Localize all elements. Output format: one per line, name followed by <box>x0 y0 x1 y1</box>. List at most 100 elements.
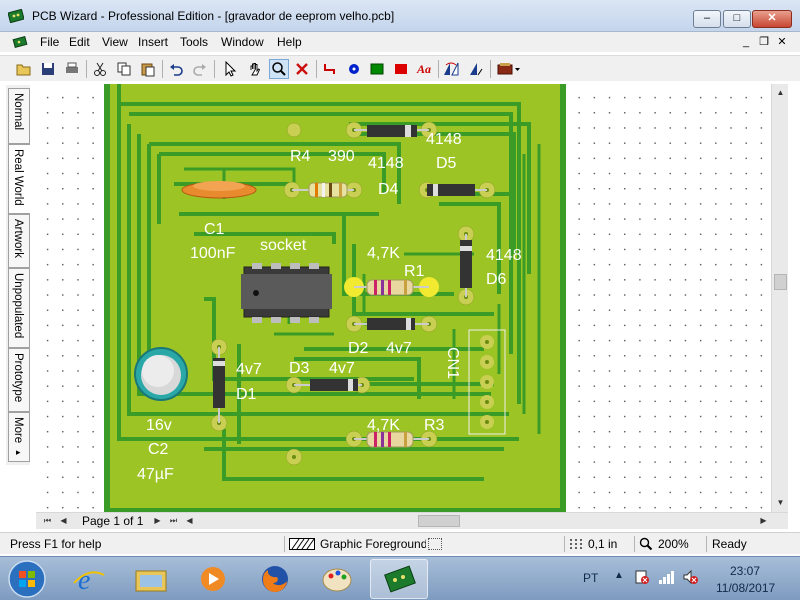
mdi-restore-button[interactable]: ❐ <box>759 36 769 48</box>
horizontal-scrollbar[interactable]: ⏮ ◀ Page 1 of 1 ▶ ⏭ ◀ ▶ <box>36 512 788 529</box>
diode-d5[interactable] <box>354 125 429 137</box>
mdi-close-button[interactable]: ✕ <box>777 36 787 48</box>
copy-icon[interactable] <box>114 59 134 79</box>
first-page-icon[interactable]: ⏮ <box>43 516 52 525</box>
tab-real-world[interactable]: Real World <box>8 144 30 214</box>
toolbar-separator <box>86 60 87 78</box>
toolbar-separator <box>162 60 163 78</box>
vertical-scrollbar[interactable]: ▲ ▼ <box>771 84 788 512</box>
diode-d6[interactable] <box>460 234 472 297</box>
diode-d2[interactable] <box>354 318 429 330</box>
tab-artwork[interactable]: Artwork <box>8 214 30 268</box>
status-grid: 0,1 in <box>588 537 618 551</box>
save-icon[interactable] <box>38 59 58 79</box>
tab-unpopulated[interactable]: Unpopulated <box>8 268 30 348</box>
capacitor-c2[interactable] <box>134 347 188 401</box>
pad-icon[interactable] <box>344 59 364 79</box>
taskbar-firefox[interactable] <box>246 559 304 599</box>
menu-tools[interactable]: Tools <box>180 35 209 49</box>
resistor-r3[interactable] <box>354 431 429 448</box>
open-icon[interactable] <box>14 59 34 79</box>
pcb-board[interactable]: R4 390 4148 D4 4148 D5 C1 100nF socket 4… <box>104 84 566 512</box>
diode-d4[interactable] <box>427 184 487 196</box>
label-r3-value: 4,7K <box>367 417 400 434</box>
diode-d3[interactable] <box>294 379 362 391</box>
close-button[interactable]: ✕ <box>752 10 792 28</box>
prev-page-icon[interactable]: ◀ <box>60 516 67 525</box>
undo-icon[interactable] <box>166 59 186 79</box>
pcb-wizard-icon <box>384 565 416 593</box>
tray-expand-icon[interactable]: ▲ <box>614 570 624 581</box>
pcb-wizard-app-icon <box>8 9 24 23</box>
taskbar: e PT ▲ 23:07 11/08/2017 <box>0 556 800 600</box>
label-cn1: CN1 <box>444 347 461 379</box>
label-r1: R1 <box>404 263 425 280</box>
maximize-button[interactable]: □ <box>723 10 751 28</box>
horizontal-scroll-thumb[interactable] <box>418 515 460 527</box>
clock-date[interactable]: 11/08/2017 <box>716 581 776 595</box>
component-gallery-icon[interactable] <box>495 59 523 79</box>
label-d1-value: 4v7 <box>236 361 262 378</box>
cut-icon[interactable] <box>90 59 110 79</box>
window-title: PCB Wizard - Professional Edition - [gra… <box>32 9 395 23</box>
clock-time[interactable]: 23:07 <box>730 564 761 578</box>
taskbar-explorer[interactable] <box>122 559 180 599</box>
tab-normal[interactable]: Normal <box>8 88 30 144</box>
scroll-right-icon[interactable]: ▶ <box>760 516 767 525</box>
tab-more[interactable]: More▸ <box>8 412 30 462</box>
language-indicator[interactable]: PT <box>583 571 599 585</box>
mdi-minimize-button[interactable]: _ <box>742 36 750 48</box>
ic-socket[interactable] <box>241 263 332 323</box>
hand-pan-icon[interactable] <box>245 59 265 79</box>
select-arrow-icon[interactable] <box>220 59 240 79</box>
menu-edit[interactable]: Edit <box>69 35 90 49</box>
taskbar-paint[interactable] <box>308 559 366 599</box>
menu-window[interactable]: Window <box>221 35 264 49</box>
tab-prototype[interactable]: Prototype <box>8 348 30 412</box>
menu-help[interactable]: Help <box>277 35 302 49</box>
delete-icon[interactable] <box>292 59 312 79</box>
document-icon[interactable] <box>12 34 28 50</box>
redo-icon[interactable] <box>190 59 210 79</box>
rotate-icon[interactable] <box>466 59 486 79</box>
taskbar-pcb-wizard[interactable] <box>370 559 428 599</box>
start-button[interactable] <box>6 559 48 599</box>
resistor-r4[interactable] <box>292 182 354 198</box>
media-player-icon <box>201 567 225 591</box>
last-page-icon[interactable]: ⏭ <box>169 516 178 525</box>
resistor-r1[interactable] <box>344 277 439 297</box>
minimize-button[interactable]: – <box>693 10 721 28</box>
scroll-up-icon[interactable]: ▲ <box>776 88 785 97</box>
zoom-icon[interactable] <box>269 59 289 79</box>
vertical-scroll-thumb[interactable] <box>774 274 787 290</box>
scroll-left-icon[interactable]: ◀ <box>186 516 193 525</box>
menu-view[interactable]: View <box>102 35 128 49</box>
tab-label: Unpopulated <box>12 273 24 339</box>
flip-icon[interactable] <box>442 59 462 79</box>
menu-bar: File Edit View Insert Tools Window Help … <box>0 32 800 52</box>
rectangle-icon[interactable] <box>367 59 387 79</box>
toolbar-separator <box>214 60 215 78</box>
taskbar-media-player[interactable] <box>184 559 242 599</box>
diode-d1[interactable] <box>213 347 225 423</box>
scroll-down-icon[interactable]: ▼ <box>776 498 785 507</box>
taskbar-ie[interactable]: e <box>60 559 118 599</box>
text-icon[interactable]: Aa <box>416 61 431 76</box>
status-zoom: 200% <box>658 537 689 551</box>
status-help: Press F1 for help <box>10 537 102 551</box>
volume-muted-icon[interactable] <box>682 569 698 585</box>
menu-insert[interactable]: Insert <box>138 35 169 49</box>
connector-cn1[interactable] <box>468 329 506 435</box>
firefox-icon <box>262 566 288 593</box>
print-icon[interactable] <box>62 59 82 79</box>
track-icon[interactable] <box>320 59 340 79</box>
menu-file[interactable]: File <box>40 35 60 49</box>
paste-icon[interactable] <box>138 59 158 79</box>
label-c1: C1 <box>204 221 225 238</box>
action-center-icon[interactable] <box>634 569 650 585</box>
filled-rectangle-icon[interactable] <box>391 59 411 79</box>
label-d6-value: 4148 <box>486 247 522 264</box>
capacitor-c1[interactable] <box>181 181 257 199</box>
next-page-icon[interactable]: ▶ <box>154 516 161 525</box>
network-icon[interactable] <box>658 569 674 585</box>
